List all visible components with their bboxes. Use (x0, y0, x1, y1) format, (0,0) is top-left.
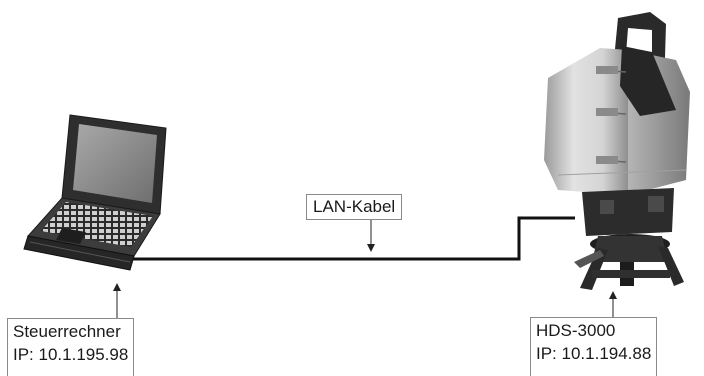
scanner-ip: IP: 10.1.194.88 (536, 344, 652, 363)
laptop-icon (23, 114, 167, 271)
scanner-name: HDS-3000 (536, 321, 616, 340)
scanner-label-arrow (609, 291, 617, 317)
computer-label: Steuerrechner IP: 10.1.195.98 (7, 318, 135, 376)
computer-name: Steuerrechner (13, 322, 121, 341)
computer-label-arrow (113, 283, 121, 318)
lan-cable-label: LAN-Kabel (306, 194, 403, 220)
scanner-label: HDS-3000 IP: 10.1.194.88 (530, 317, 658, 376)
lan-cable-label-text: LAN-Kabel (313, 197, 396, 216)
lan-label-arrow (367, 220, 375, 252)
computer-ip: IP: 10.1.195.98 (13, 345, 129, 364)
lan-cable (128, 216, 575, 261)
laser-scanner-icon (544, 12, 690, 290)
